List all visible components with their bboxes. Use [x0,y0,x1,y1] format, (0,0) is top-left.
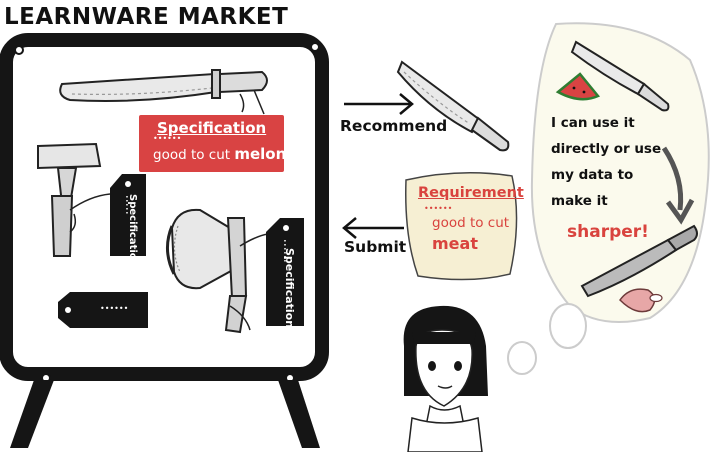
board-grommet-icon [14,45,24,55]
requirement-note [405,172,518,281]
submit-arrow-icon [342,217,404,239]
requirement-line1: good to cut [432,215,510,231]
spec-card-dots: •••••• [153,134,182,143]
thought-text: I can use it directly or use my data to … [551,115,662,209]
axe-tag-label: Specification [283,248,296,329]
submit-label: Submit [344,238,407,256]
axe-spec-tag [266,218,304,326]
board-grommet-icon [310,42,320,52]
recommended-knife-icon [396,60,510,152]
hammer-icon [37,142,111,257]
spec-card-title: Specification [157,119,267,137]
diagram-title: LEARNWARE MARKET [4,4,289,30]
thought-bubble [507,22,710,375]
requirement-dots: •••••• [424,204,453,213]
watermelon-icon [555,72,601,101]
blank-plate-tag [58,292,148,328]
melon-knife-icon [59,69,268,115]
hammer-spec-tag [110,174,146,256]
plate-tag-dots: •••••• [100,304,129,313]
thought-dot-large [549,303,587,349]
thought-dot-small [507,341,537,375]
recommend-label: Recommend [340,117,448,135]
requirement-title: Requirement [418,185,524,201]
hammer-tag-label: Specification [127,194,138,267]
specification-card: Specification •••••• good to cut melon [139,115,287,172]
user-girl-avatar [403,305,488,452]
board-leg-left [10,380,54,448]
recommend-arrow-icon [344,93,414,115]
axe-icon [166,208,269,334]
spec-card-body: good to cut melon [153,145,287,163]
thought-emphasis: sharper! [567,222,649,242]
sharpen-arrow-icon [661,146,684,211]
requirement-line2: meat [432,234,478,253]
board-leg-right [278,380,320,448]
